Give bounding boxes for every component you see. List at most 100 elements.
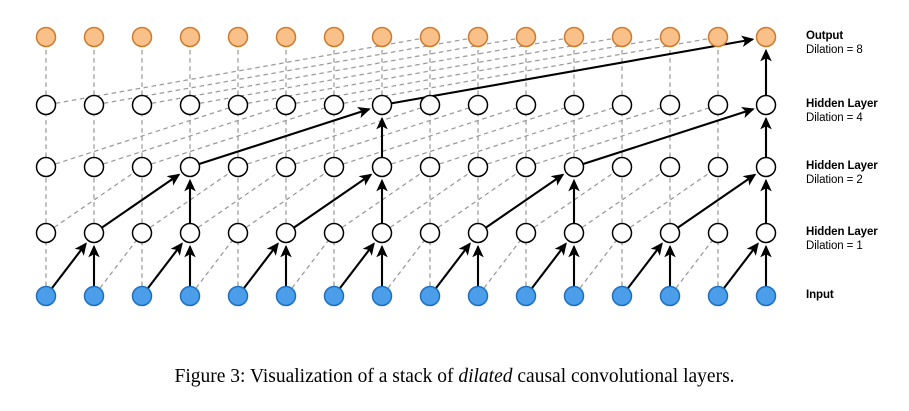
node-output-4 <box>227 26 249 48</box>
node-output-13 <box>659 26 681 48</box>
node-output-14 <box>707 26 729 48</box>
active-edge <box>101 173 181 229</box>
inactive-edge <box>535 107 709 165</box>
node-hidden-1-6 <box>323 222 345 244</box>
node-output-5 <box>275 26 297 48</box>
caption-prefix: Figure 3: Visualization of a stack of <box>174 366 459 387</box>
node-hidden-3-4 <box>227 94 249 116</box>
layer-subtitle: Dilation = 2 <box>806 173 863 186</box>
node-hidden-1-1 <box>83 222 105 244</box>
node-output-11 <box>563 26 585 48</box>
inactive-edge <box>151 107 325 165</box>
node-output-0 <box>35 26 57 48</box>
node-hidden-2-14 <box>707 156 729 178</box>
node-input-7 <box>371 285 393 307</box>
inactive-edge <box>103 107 277 165</box>
active-edge <box>435 242 471 289</box>
active-edge <box>243 242 279 289</box>
node-hidden-1-5 <box>275 222 297 244</box>
node-hidden-3-7 <box>371 94 393 116</box>
node-hidden-3-14 <box>707 94 729 116</box>
active-edge <box>531 242 567 289</box>
node-hidden-2-3 <box>179 156 201 178</box>
node-output-15 <box>755 26 777 48</box>
node-hidden-2-15 <box>755 156 777 178</box>
active-edge <box>677 173 757 229</box>
node-hidden-2-10 <box>515 156 537 178</box>
layer-title: Output <box>806 30 844 42</box>
active-edge <box>583 107 755 165</box>
active-edge <box>627 242 663 289</box>
node-output-2 <box>131 26 153 48</box>
node-hidden-1-12 <box>611 222 633 244</box>
node-hidden-3-15 <box>755 94 777 116</box>
active-edge <box>199 107 371 165</box>
active-edge <box>293 173 373 229</box>
active-edge <box>485 173 565 229</box>
node-input-6 <box>323 285 345 307</box>
node-output-8 <box>419 26 441 48</box>
inactive-edge <box>199 38 565 104</box>
node-input-9 <box>467 285 489 307</box>
node-hidden-3-2 <box>131 94 153 116</box>
active-edge <box>51 242 87 289</box>
node-output-6 <box>323 26 345 48</box>
node-hidden-2-4 <box>227 156 249 178</box>
node-hidden-1-15 <box>755 222 777 244</box>
node-input-0 <box>35 285 57 307</box>
node-output-10 <box>515 26 537 48</box>
node-hidden-1-9 <box>467 222 489 244</box>
node-hidden-1-7 <box>371 222 393 244</box>
inactive-edge <box>487 107 661 165</box>
node-output-1 <box>83 26 105 48</box>
node-input-5 <box>275 285 297 307</box>
inactive-edge <box>579 240 617 289</box>
caption-italic-word: dilated <box>458 366 513 387</box>
layer-label-hidden-3: Hidden Layer Dilation = 4 <box>806 98 878 125</box>
node-hidden-3-8 <box>419 94 441 116</box>
node-hidden-3-9 <box>467 94 489 116</box>
node-hidden-3-11 <box>563 94 585 116</box>
node-hidden-2-9 <box>467 156 489 178</box>
inactive-edge <box>99 240 137 289</box>
layer-label-input: Input <box>806 289 834 303</box>
node-hidden-1-10 <box>515 222 537 244</box>
active-edge <box>391 35 755 105</box>
inactive-edge <box>343 38 709 104</box>
inactive-edge <box>55 38 421 104</box>
node-hidden-1-11 <box>563 222 585 244</box>
node-hidden-1-2 <box>131 222 153 244</box>
node-hidden-2-12 <box>611 156 633 178</box>
caption-suffix: causal convolutional layers. <box>512 366 735 387</box>
node-hidden-2-8 <box>419 156 441 178</box>
node-output-12 <box>611 26 633 48</box>
node-hidden-3-12 <box>611 94 633 116</box>
node-hidden-3-0 <box>35 94 57 116</box>
layer-label-output: Output Dilation = 8 <box>806 30 863 57</box>
node-hidden-1-8 <box>419 222 441 244</box>
layer-title: Hidden Layer <box>806 226 878 238</box>
node-input-8 <box>419 285 441 307</box>
node-input-15 <box>755 285 777 307</box>
layer-title: Hidden Layer <box>806 160 878 172</box>
node-input-4 <box>227 285 249 307</box>
layer-subtitle: Dilation = 8 <box>806 43 863 56</box>
node-hidden-3-1 <box>83 94 105 116</box>
node-hidden-1-13 <box>659 222 681 244</box>
dilated-convolution-diagram <box>35 26 777 307</box>
node-hidden-2-1 <box>83 156 105 178</box>
active-edge <box>147 242 183 289</box>
node-input-1 <box>83 285 105 307</box>
inactive-edge <box>391 107 565 165</box>
node-hidden-2-0 <box>35 156 57 178</box>
active-edge <box>723 242 759 289</box>
node-hidden-3-5 <box>275 94 297 116</box>
node-hidden-1-14 <box>707 222 729 244</box>
node-hidden-3-3 <box>179 94 201 116</box>
node-hidden-2-6 <box>323 156 345 178</box>
node-output-3 <box>179 26 201 48</box>
inactive-edge <box>291 240 329 289</box>
layer-label-hidden-1: Hidden Layer Dilation = 1 <box>806 226 878 253</box>
node-input-12 <box>611 285 633 307</box>
